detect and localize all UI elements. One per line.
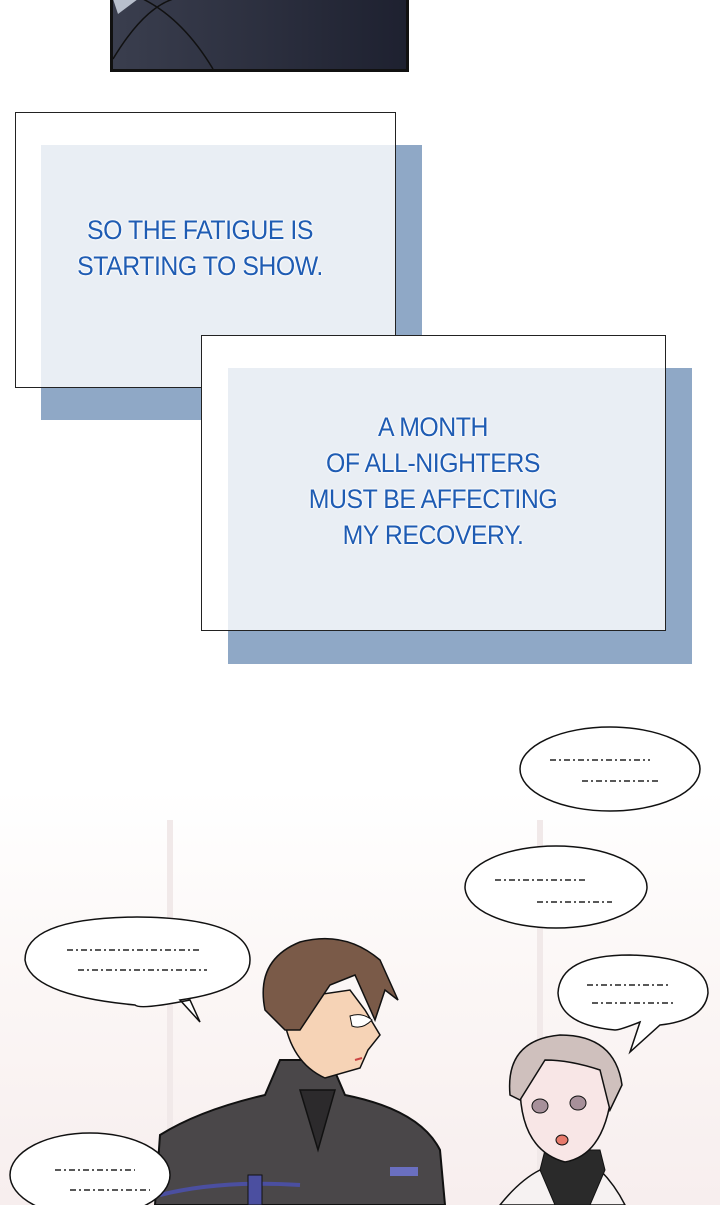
man-character (153, 937, 447, 1205)
narration-line: A MONTH (378, 412, 488, 442)
narration-line: OF ALL-NIGHTERS (326, 448, 540, 478)
narration-line: MUST BE AFFECTING (308, 484, 558, 514)
speech-bubble (557, 954, 709, 1055)
speech-bubble (9, 1132, 171, 1205)
previous-panel-dark (110, 0, 409, 72)
narration-box-1-text: SO THE FATIGUE IS STARTING TO SHOW. (54, 212, 347, 284)
narration-box-2-text: A MONTH OF ALL-NIGHTERS MUST BE AFFECTIN… (265, 409, 602, 553)
speech-bubble (519, 726, 701, 812)
narration-line: MY RECOVERY. (342, 520, 524, 550)
narration-line: STARTING TO SHOW. (77, 251, 323, 281)
narration-line: SO THE FATIGUE IS (87, 215, 313, 245)
speech-bubble (464, 845, 648, 929)
woman-character (499, 1034, 626, 1205)
coat-lines (113, 0, 214, 69)
scribbled-bubble-text (55, 759, 676, 1191)
narration-box-2 (228, 368, 665, 630)
